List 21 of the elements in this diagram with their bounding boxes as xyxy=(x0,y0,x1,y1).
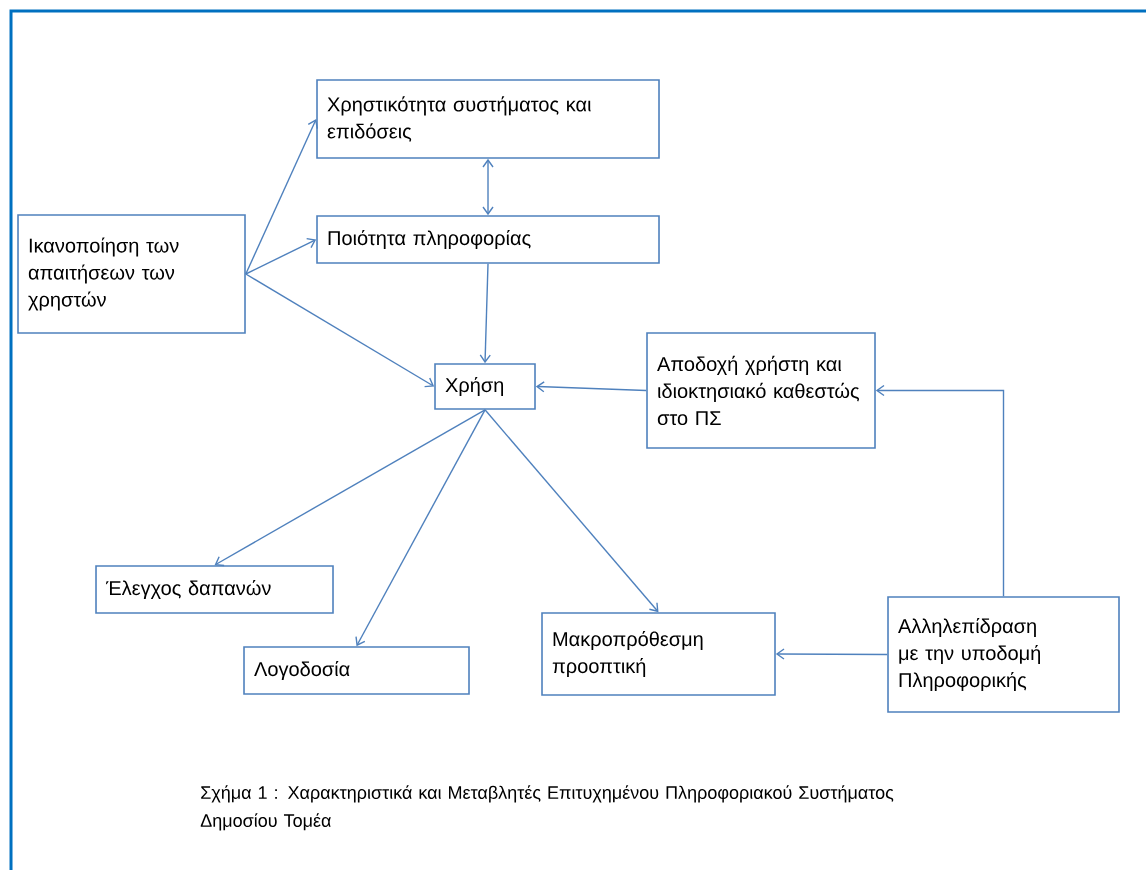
arrow xyxy=(245,273,435,388)
box: Χρηστικότητα συστήματος και επιδόσεις xyxy=(316,79,660,159)
box: Έλεγχος δαπανών xyxy=(95,565,334,614)
arrow xyxy=(245,119,319,275)
caption: Σχήμα 1 : Χαρακτηριστικά και Μεταβλητές Επιτυχημένου Πληροφοριακού Συστήματος Δημοσίου Τομέα xyxy=(200,785,894,831)
arrow xyxy=(479,263,491,364)
arrow xyxy=(355,409,486,647)
arrow xyxy=(482,158,494,216)
arrow xyxy=(775,648,888,660)
arrow xyxy=(535,381,647,393)
arrow xyxy=(875,384,1005,597)
box: Λογοδοσία xyxy=(243,646,470,695)
box: Αλληλεπίδραση με την υποδομή Πληροφορικής xyxy=(887,596,1120,713)
box: Ποιότητα πληροφορίας xyxy=(316,215,660,264)
box: Αποδοχή χρήστη και ιδιοκτησιακό καθεστώς στο ΠΣ xyxy=(646,332,876,449)
box: Χρήση xyxy=(434,363,536,410)
arrow xyxy=(484,409,659,613)
arrow xyxy=(245,237,317,275)
box: Ικανοποίηση των απαιτήσεων των χρηστών xyxy=(17,214,246,334)
box: Μακροπρόθεσμη προοπτική xyxy=(541,612,776,696)
arrow xyxy=(214,409,486,567)
